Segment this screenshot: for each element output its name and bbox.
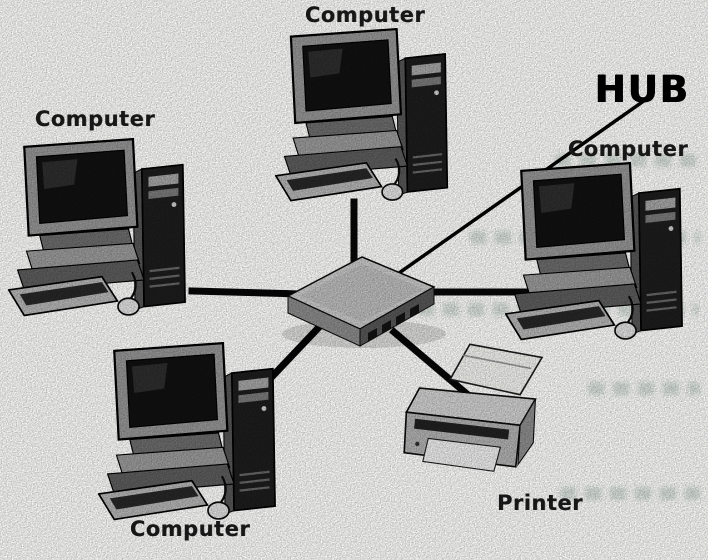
label-computer-bottom-left: Computer — [129, 517, 251, 541]
label-printer: Printer — [496, 491, 584, 515]
label-computer-top: Computer — [304, 3, 426, 27]
label-computer-right: Computer — [567, 137, 689, 161]
label-computer-left: Computer — [34, 107, 156, 131]
label-hub: HUB — [594, 68, 690, 111]
